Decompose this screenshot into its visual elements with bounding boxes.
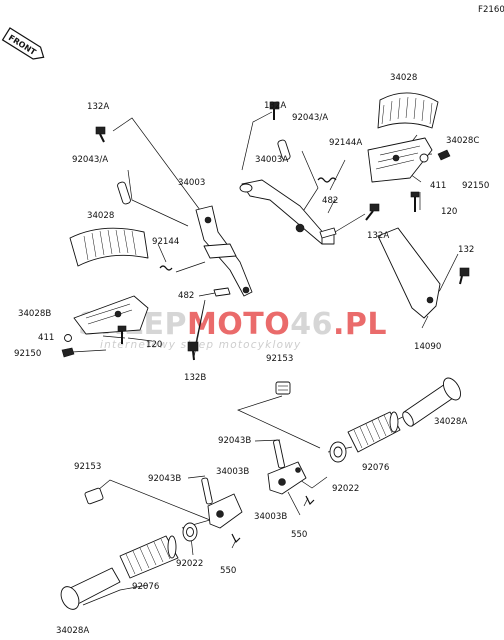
- label-92076-right: 92076: [362, 463, 389, 473]
- rubber-92076-left: [119, 535, 179, 579]
- bolt-92153-left: [84, 487, 104, 505]
- bolt-92153-mid: [275, 381, 291, 395]
- front-direction-badge: FRONT: [1, 27, 45, 60]
- label-92153-mid: 92153: [266, 354, 293, 364]
- label-550-mid: 550: [291, 530, 307, 540]
- label-411-right: 411: [430, 181, 446, 191]
- label-92022-left: 92022: [176, 559, 203, 569]
- label-34003a: 34003A: [255, 155, 288, 165]
- bolt-132b: [187, 341, 199, 361]
- label-92150-left: 92150: [14, 349, 41, 359]
- cotter-pin-92150-right: [437, 149, 451, 161]
- label-132b: 132B: [184, 373, 206, 383]
- label-92153-left: 92153: [74, 462, 101, 472]
- washer-92022-right: [329, 441, 347, 463]
- bolt-132a-top: [269, 101, 280, 120]
- label-34003b-mid: 34003B: [254, 512, 287, 522]
- bolt-120-right: [410, 191, 420, 212]
- bolt-132a-left: [95, 126, 106, 143]
- footpeg-34028b: [73, 295, 149, 335]
- label-411-left: 411: [38, 333, 54, 343]
- label-34028a-left: 34028A: [56, 626, 89, 636]
- label-34003b-left: 34003B: [216, 467, 249, 477]
- label-132-right: 132: [458, 245, 474, 255]
- label-132a-mid: 132A: [367, 231, 389, 241]
- footpeg-34028a-left: [60, 567, 121, 610]
- label-92144: 92144: [152, 237, 179, 247]
- label-482-left: 482: [178, 291, 194, 301]
- label-14090: 14090: [414, 342, 441, 352]
- label-92043a-left: 92043/A: [72, 155, 108, 165]
- washer-411-right: [419, 153, 429, 163]
- label-120-right: 120: [441, 207, 457, 217]
- bracket-34003b-mid: [267, 461, 307, 495]
- pin-92043b-mid: [273, 439, 285, 469]
- label-92150-right: 92150: [462, 181, 489, 191]
- watermark-part-4: .PL: [333, 307, 387, 342]
- label-34028a-right: 34028A: [434, 417, 467, 427]
- label-92076-left: 92076: [132, 582, 159, 592]
- label-34028-left: 34028: [87, 211, 114, 221]
- footpeg-rubber-34028-left: [69, 227, 149, 267]
- washer-411-left: [64, 334, 72, 342]
- label-92022-right: 92022: [332, 484, 359, 494]
- bolt-120-left: [117, 325, 127, 344]
- label-132a-left: 132A: [87, 102, 109, 112]
- bracket-34003: [195, 205, 253, 297]
- label-120-left: 120: [146, 340, 162, 350]
- label-92043a-mid: 92043/A: [292, 113, 328, 123]
- washer-92022-left: [182, 522, 198, 542]
- cotter-pin-550-mid: [305, 495, 315, 506]
- heat-guard-14090: [377, 227, 441, 319]
- pin-92043b-left: [201, 477, 213, 505]
- figure-code: F2160: [478, 5, 504, 15]
- spring-92144a: [317, 177, 337, 183]
- label-34028b: 34028B: [18, 309, 51, 319]
- front-arrow-icon: [1, 27, 45, 60]
- rubber-92076-right: [347, 411, 401, 453]
- label-92144a: 92144A: [329, 138, 362, 148]
- label-482-mid: 482: [322, 196, 338, 206]
- spring-92144: [159, 265, 173, 271]
- bracket-34003a: [239, 179, 335, 245]
- label-34003: 34003: [178, 178, 205, 188]
- washer-482-left: [213, 287, 231, 297]
- label-34028-top: 34028: [390, 73, 417, 83]
- bolt-132-right: [459, 267, 470, 285]
- pin-92043a-left: [117, 181, 131, 205]
- label-92043b-left: 92043B: [148, 474, 181, 484]
- label-34028c: 34028C: [446, 136, 479, 146]
- washer-482-mid: [319, 227, 337, 239]
- footpeg-rubber-34028-top: [377, 92, 439, 129]
- watermark-part-3: 46: [290, 307, 333, 342]
- bolt-132a-mid: [365, 203, 380, 221]
- cotter-pin-550-left: [231, 533, 241, 544]
- cotter-pin-92150-left: [61, 347, 75, 358]
- label-550-left: 550: [220, 566, 236, 576]
- watermark-tagline: internetowy sklep motocyklowy: [100, 339, 301, 351]
- bracket-34003b-left: [207, 493, 243, 529]
- label-92043b-mid: 92043B: [218, 436, 251, 446]
- label-132a-top: 132A: [264, 101, 286, 111]
- part-labels: 132A 34028 132A 92043/A 34028C 92144A 92…: [14, 73, 489, 636]
- footpeg-34028a-right: [402, 377, 461, 427]
- footpeg-34028c: [367, 137, 433, 183]
- pin-92043a-mid: [277, 139, 291, 161]
- watermark-part-2: MOTO: [187, 307, 290, 342]
